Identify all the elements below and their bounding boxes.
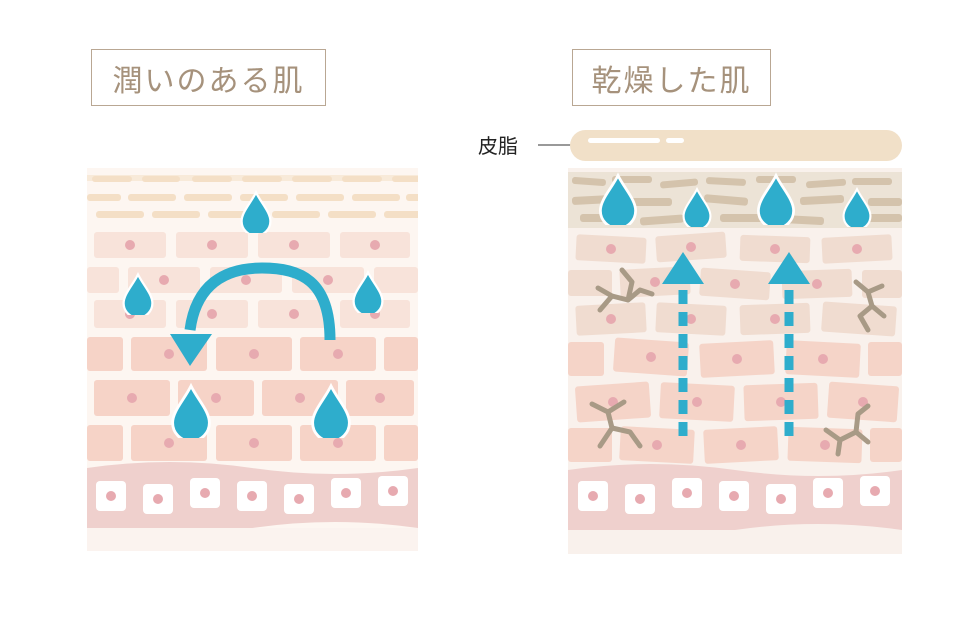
- dashed-up-arrow-icon: [768, 252, 810, 436]
- dry-skin-panel: [568, 168, 902, 554]
- sebum-label: 皮脂: [478, 134, 518, 158]
- title-moist-skin: 潤いのある肌: [91, 49, 326, 106]
- crack-icon: [589, 267, 887, 457]
- sebum-layer: [538, 130, 902, 161]
- cell-nuclei: [125, 240, 385, 448]
- moist-skin-panel: [87, 168, 418, 551]
- curved-arrow-icon: [170, 262, 336, 366]
- cell-nuclei: [606, 242, 868, 450]
- dashed-up-arrow-icon: [662, 252, 704, 436]
- title-dry-skin: 乾燥した肌: [572, 49, 771, 106]
